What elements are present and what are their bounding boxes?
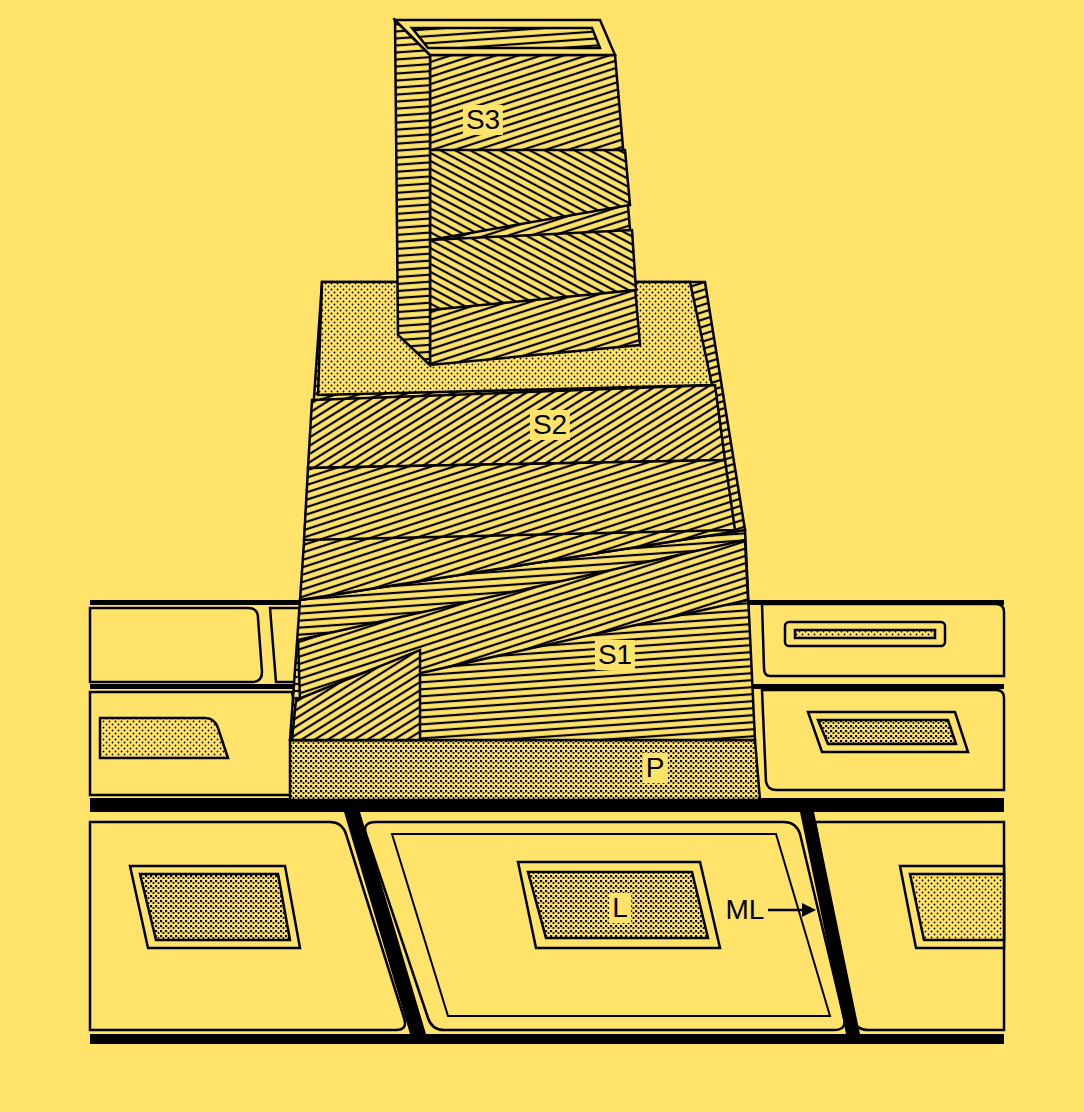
cell-lumen — [100, 718, 228, 758]
s3-side — [395, 20, 430, 365]
middle-lamella-band — [90, 1034, 1004, 1044]
part-label: P — [643, 753, 668, 783]
cell-wall-tower — [290, 20, 760, 800]
part-label: L — [609, 893, 631, 923]
lumen-fill — [818, 720, 956, 744]
s3-layer — [430, 55, 640, 365]
cell — [365, 822, 844, 1030]
lumen-fill — [910, 874, 1004, 940]
lumen-fill — [528, 872, 708, 938]
cell — [90, 608, 262, 682]
part-label: S3 — [463, 105, 503, 135]
s3-rim — [395, 20, 615, 55]
s3-lamella — [430, 230, 636, 310]
part-label: S2 — [530, 410, 570, 440]
s1-lamella — [292, 650, 420, 740]
lumen-opening — [412, 28, 600, 48]
middle-lamella-wall — [344, 812, 426, 1034]
s2-lamella — [304, 460, 735, 540]
lumen-fill — [140, 874, 290, 940]
cell-wall-inner — [392, 834, 830, 1016]
lumen-fill — [795, 630, 935, 638]
s2-lamella — [308, 385, 725, 468]
s3-lamella — [430, 150, 630, 240]
primary-wall — [290, 740, 760, 800]
cell-lumen — [900, 866, 1004, 948]
part-label: S1 — [595, 640, 635, 670]
cell-lumen — [130, 866, 300, 948]
middle-lamella-wall — [800, 812, 860, 1034]
cell-lumen — [518, 862, 720, 948]
cell — [90, 692, 312, 795]
cell-lumen — [785, 622, 945, 646]
part-label: ML — [723, 895, 768, 925]
cell — [762, 690, 1004, 790]
cell — [762, 604, 1004, 676]
cell-lumen — [808, 712, 968, 752]
arrow-head — [802, 903, 816, 917]
